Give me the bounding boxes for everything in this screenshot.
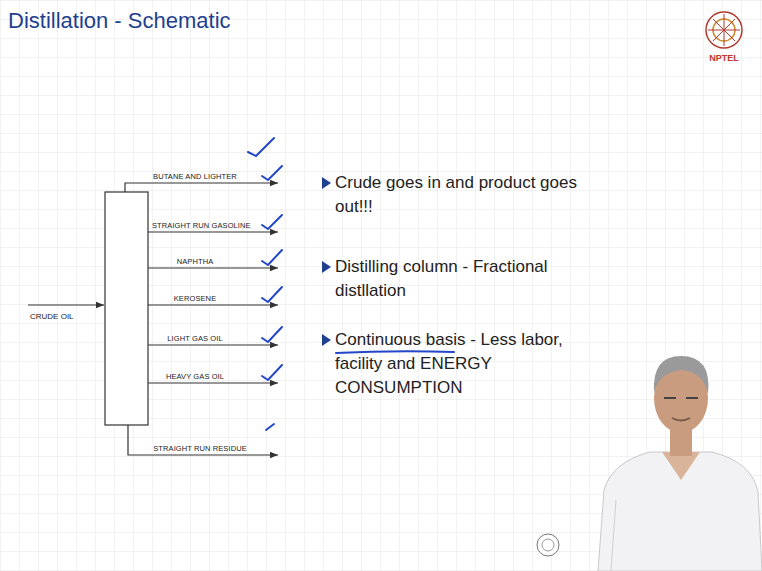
distilling-column xyxy=(105,192,148,425)
product-arrow xyxy=(128,425,278,455)
bullet-text: Distilling column - Fractional distllati… xyxy=(335,255,597,303)
product-arrow xyxy=(148,231,278,232)
product-label: LIGHT GAS OIL xyxy=(167,334,222,343)
product-label: STRAIGHT RUN GASOLINE xyxy=(152,221,251,230)
product-label: HEAVY GAS OIL xyxy=(166,372,224,381)
check-marks xyxy=(248,138,282,430)
product-arrow xyxy=(148,382,278,383)
bullet-text: Crude goes in and product goes out!!! xyxy=(335,171,597,219)
product-arrow xyxy=(125,183,278,192)
product-label: STRAIGHT RUN RESIDUE xyxy=(153,444,247,453)
hand-underline xyxy=(336,351,454,353)
bullet-markers xyxy=(322,177,331,346)
product-label: KEROSENE xyxy=(174,294,216,303)
institute-seal xyxy=(537,534,559,556)
presenter-figure xyxy=(598,356,762,571)
product-arrow xyxy=(148,267,278,268)
feed-arrow xyxy=(28,304,104,305)
nptel-emblem xyxy=(706,12,742,48)
product-arrow xyxy=(148,304,278,305)
product-label: BUTANE AND LIGHTER xyxy=(153,172,237,181)
product-label: NAPHTHA xyxy=(177,257,214,266)
bullet-text: Continuous basis - Less labor, facility … xyxy=(335,328,597,400)
feed-label: CRUDE OIL xyxy=(30,312,74,321)
slide-title: Distillation - Schematic xyxy=(8,8,231,34)
logo-text: NPTEL xyxy=(709,53,739,63)
product-arrow xyxy=(148,344,278,345)
